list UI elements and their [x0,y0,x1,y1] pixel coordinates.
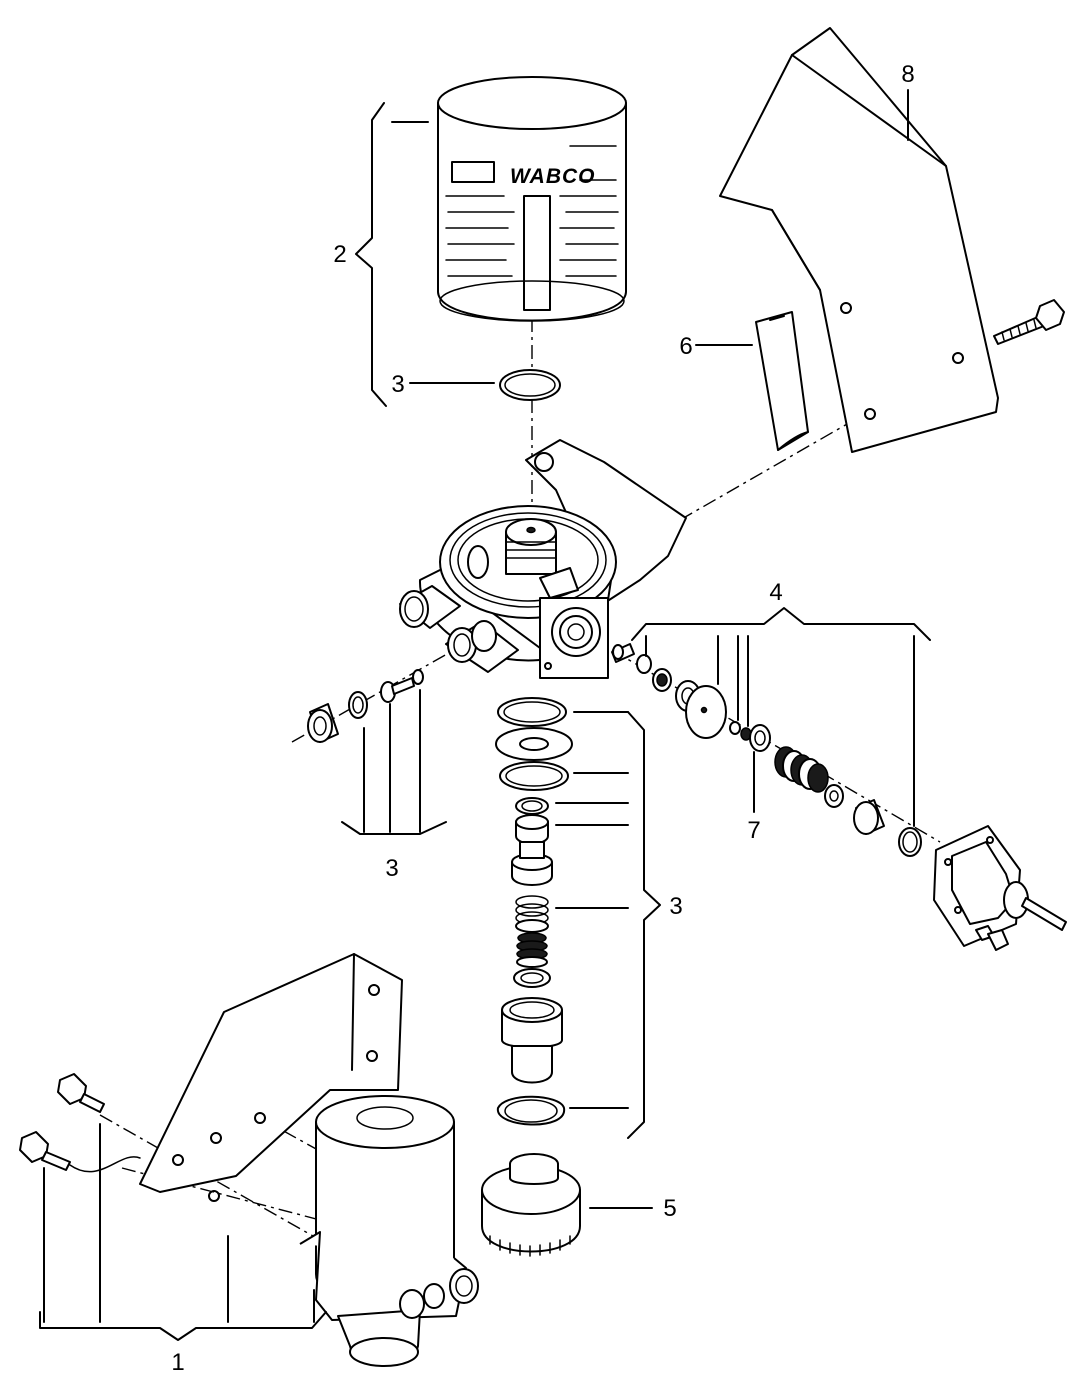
silencer-part-5 [481,1153,581,1257]
label-8: 8 [901,61,914,88]
filter-cartridge-part-2: WABCO [437,76,627,322]
label-6: 6 [679,333,692,360]
label-1: 1 [171,1349,184,1376]
label-4: 4 [769,579,782,606]
right-valve-parts [611,643,1067,951]
label-3-center: 3 [669,893,682,920]
bolt-lower-left [19,1131,71,1171]
bolt-upper-left [57,1073,105,1113]
label-3-top: 3 [391,371,404,398]
label-3-left: 3 [385,855,398,882]
label-7: 7 [747,817,760,844]
mounting-bracket-part-8 [719,27,999,453]
center-valve-stack [495,697,573,1126]
valve-spring-2 [516,932,548,968]
item-labels: 8 2 3 6 4 7 3 3 5 1 [171,61,914,1376]
bracket-bolt [993,299,1065,345]
valve-spring-1 [515,895,549,933]
right-spring [774,746,829,793]
leader-lines [39,89,931,1341]
valve-body [399,439,687,679]
left-fittings [307,669,424,743]
assembled-unit-part-1 [139,953,479,1367]
o-ring-top [499,369,561,401]
wabco-logo: WABCO [510,165,596,188]
label-2: 2 [333,241,346,268]
label-plate-part-6 [755,311,809,451]
label-5: 5 [663,1195,676,1222]
